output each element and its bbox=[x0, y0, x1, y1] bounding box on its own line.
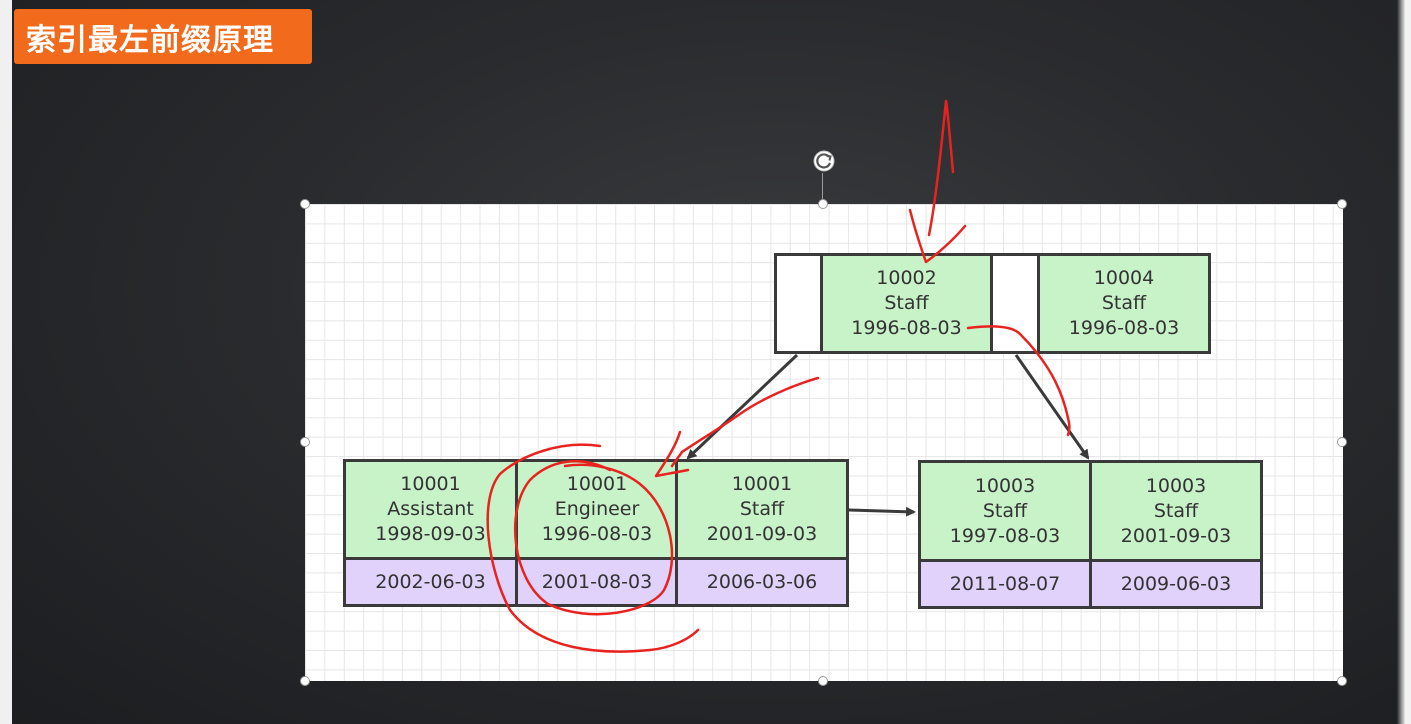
left-panel-edge bbox=[0, 0, 12, 724]
leaf-left-value-1-text: 2002-06-03 bbox=[375, 570, 486, 593]
resize-handle-left[interactable] bbox=[300, 437, 310, 447]
right-panel-edge bbox=[1397, 0, 1411, 724]
leaf-left-key-1: 10001 Assistant 1998-09-03 bbox=[343, 459, 518, 560]
leaf-left-key-2-id: 10001 bbox=[566, 473, 628, 495]
leaf-right-key-1-title: Staff bbox=[982, 499, 1028, 522]
resize-handle-top-left[interactable] bbox=[300, 199, 310, 209]
resize-handle-bottom-right[interactable] bbox=[1337, 676, 1347, 686]
leaf-left-key-2-date: 1996-08-03 bbox=[541, 523, 653, 545]
leaf-right-key-1-date: 1997-08-03 bbox=[949, 524, 1061, 547]
root-key-1-date: 1996-08-03 bbox=[851, 317, 962, 339]
leaf-left-key-3-date: 2001-09-03 bbox=[706, 523, 818, 545]
rotate-handle-stem bbox=[822, 173, 823, 203]
leaf-left-key-1-id: 10001 bbox=[400, 473, 461, 495]
resize-handle-bottom-left[interactable] bbox=[300, 676, 310, 686]
leaf-left-key-3: 10001 Staff 2001-09-03 bbox=[675, 459, 849, 560]
resize-handle-bottom[interactable] bbox=[818, 676, 828, 686]
leaf-left-value-1: 2002-06-03 bbox=[343, 557, 518, 607]
leaf-left-key-2: 10001 Engineer 1996-08-03 bbox=[515, 459, 679, 560]
diagram-image[interactable]: 10002 Staff 1996-08-03 10004 Staff 1996-… bbox=[305, 204, 1343, 681]
leaf-left-key-1-title: Assistant bbox=[387, 498, 474, 520]
leaf-right-key-1-id: 10003 bbox=[974, 474, 1036, 497]
leaf-left-value-3-text: 2006-03-06 bbox=[706, 570, 818, 593]
root-key-1: 10002 Staff 1996-08-03 bbox=[820, 253, 993, 354]
slide-title: 索引最左前缀原理 bbox=[14, 9, 312, 64]
leaf-left-value-2-text: 2001-08-03 bbox=[541, 570, 653, 593]
leaf-right-value-1-text: 2011-08-07 bbox=[949, 572, 1061, 595]
resize-handle-top[interactable] bbox=[818, 199, 828, 209]
leaf-right-key-2: 10003 Staff 2001-09-03 bbox=[1089, 460, 1263, 562]
root-key-2-date: 1996-08-03 bbox=[1068, 317, 1180, 339]
root-key-2-title: Staff bbox=[1101, 292, 1147, 314]
leaf-right-key-2-date: 2001-09-03 bbox=[1120, 524, 1232, 547]
root-pointer-cell-2 bbox=[990, 253, 1040, 354]
leaf-right-key-2-title: Staff bbox=[1153, 499, 1199, 522]
root-key-2-id: 10004 bbox=[1093, 267, 1155, 289]
root-key-2: 10004 Staff 1996-08-03 bbox=[1037, 253, 1211, 354]
rotate-icon[interactable] bbox=[811, 148, 837, 174]
leaf-left-key-3-id: 10001 bbox=[731, 473, 793, 495]
leaf-left-key-1-date: 1998-09-03 bbox=[375, 523, 486, 545]
resize-handle-right[interactable] bbox=[1337, 437, 1347, 447]
leaf-right-value-1: 2011-08-07 bbox=[918, 559, 1092, 609]
leaf-left-value-3: 2006-03-06 bbox=[675, 557, 849, 607]
leaf-left-key-3-title: Staff bbox=[739, 498, 785, 520]
leaf-right-key-1: 10003 Staff 1997-08-03 bbox=[918, 460, 1092, 562]
leaf-right-value-2: 2009-06-03 bbox=[1089, 559, 1263, 609]
leaf-right-value-2-text: 2009-06-03 bbox=[1120, 572, 1232, 595]
root-pointer-cell-1 bbox=[774, 253, 823, 354]
leaf-left-key-2-title: Engineer bbox=[554, 498, 640, 520]
root-key-1-id: 10002 bbox=[876, 267, 937, 289]
root-key-1-title: Staff bbox=[884, 292, 929, 314]
leaf-right-key-2-id: 10003 bbox=[1145, 474, 1207, 497]
resize-handle-top-right[interactable] bbox=[1337, 199, 1347, 209]
leaf-left-value-2: 2001-08-03 bbox=[515, 557, 679, 607]
